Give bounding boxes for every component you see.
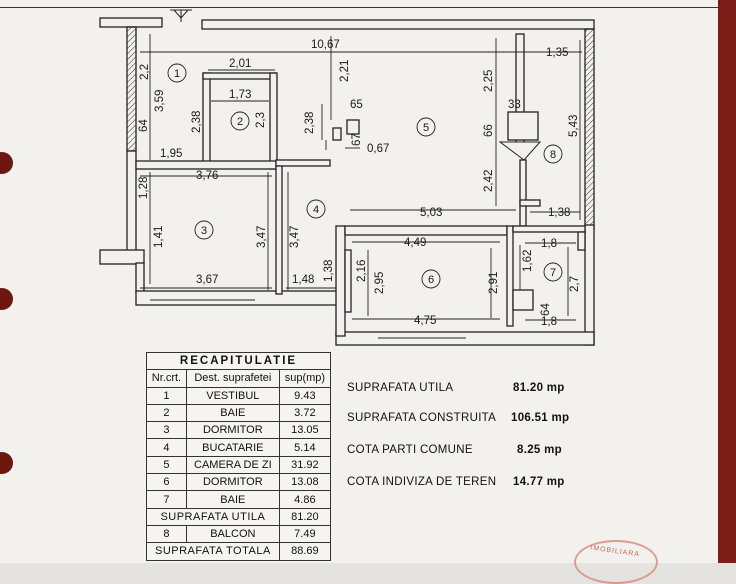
room-marker bbox=[421, 269, 441, 289]
dimension-label: 1,28 bbox=[138, 177, 150, 199]
dimension-label: 2,38 bbox=[304, 112, 316, 134]
sheet-top-border bbox=[0, 0, 718, 8]
dimension-label: 3,59 bbox=[154, 90, 166, 112]
summary-utila: SUPRAFATA UTILA 81.20 mp bbox=[347, 382, 564, 394]
dimension-label: 5,03 bbox=[420, 207, 442, 219]
dimension-label: 1,48 bbox=[292, 274, 314, 286]
punch-hole bbox=[0, 288, 13, 310]
summary-value: 14.77 mp bbox=[513, 476, 565, 488]
dimension-label: 67 bbox=[351, 133, 363, 146]
summary-value: 81.20 mp bbox=[513, 382, 565, 394]
room-marker bbox=[416, 117, 436, 137]
interior-walls bbox=[135, 33, 586, 327]
dimension-label: 2,42 bbox=[483, 170, 495, 192]
dimension-label: 1,35 bbox=[546, 47, 568, 59]
dimension-label: 33 bbox=[508, 99, 521, 111]
room-number: 6 bbox=[428, 274, 434, 286]
dimension-label: 64 bbox=[138, 119, 150, 132]
dimension-label: 2,7 bbox=[569, 276, 581, 292]
dimension-label: 2,2 bbox=[139, 64, 151, 80]
room-number: 1 bbox=[174, 68, 180, 80]
header-sup: sup(mp) bbox=[278, 369, 332, 388]
room-number: 4 bbox=[313, 204, 319, 216]
room-number: 3 bbox=[201, 225, 207, 237]
recap-title: RECAPITULATIE bbox=[146, 351, 331, 371]
dimension-label: 3,76 bbox=[196, 170, 218, 182]
room-marker bbox=[543, 144, 563, 164]
agency-stamp bbox=[574, 540, 658, 584]
dimension-label: 3,47 bbox=[289, 226, 301, 248]
dimension-label: 3,67 bbox=[196, 274, 218, 286]
dimension-label: 2,38 bbox=[191, 111, 203, 133]
room-marker bbox=[543, 262, 563, 282]
room-marker bbox=[194, 220, 214, 240]
dimension-label: 1,73 bbox=[229, 89, 251, 101]
floor-plan-drawing: 10,67 2,01 1,73 2,2 3,59 2,38 2,3 64 1,9… bbox=[99, 9, 595, 346]
exterior-walls bbox=[99, 17, 595, 346]
north-arrow-icon bbox=[170, 9, 192, 22]
summary-parti-comune: COTA PARTI COMUNE 8.25 mp bbox=[347, 444, 562, 456]
room-number: 8 bbox=[550, 149, 556, 161]
dimension-label: 4,75 bbox=[414, 315, 436, 327]
dimension-label: 1,62 bbox=[522, 250, 534, 272]
summary-label: SUPRAFATA UTILA bbox=[347, 382, 454, 394]
dimension-lines bbox=[140, 34, 582, 321]
room-marker bbox=[167, 63, 187, 83]
room-number: 5 bbox=[423, 122, 429, 134]
room-number: 2 bbox=[237, 116, 243, 128]
recap-table: RECAPITULATIE Nr.crt. Dest. suprafetei s… bbox=[146, 351, 332, 561]
dimension-label: 66 bbox=[483, 124, 495, 137]
dimension-label: 2,95 bbox=[374, 272, 386, 294]
punch-hole bbox=[0, 452, 13, 474]
dimension-label: 1,8 bbox=[541, 238, 557, 250]
summary-value: 8.25 mp bbox=[517, 444, 562, 456]
dimension-label: 2,16 bbox=[356, 260, 368, 282]
summary-label: COTA PARTI COMUNE bbox=[347, 444, 473, 456]
dimension-label: 2,21 bbox=[339, 60, 351, 82]
dimension-label: 1,41 bbox=[153, 226, 165, 248]
dimension-label: 2,01 bbox=[229, 58, 251, 70]
summary-label: COTA INDIVIZA DE TEREN bbox=[347, 476, 497, 488]
summary-label: SUPRAFATA CONSTRUITA bbox=[347, 412, 497, 424]
dimension-label: 10,67 bbox=[311, 39, 340, 51]
dimension-label: 1,38 bbox=[548, 207, 570, 219]
dimension-label: 1,95 bbox=[160, 148, 182, 160]
dimension-label: 2,25 bbox=[483, 70, 495, 92]
header-nr: Nr.crt. bbox=[146, 369, 187, 388]
dimension-label: 2,3 bbox=[255, 112, 267, 128]
column bbox=[346, 119, 360, 135]
summary-teren: COTA INDIVIZA DE TEREN 14.77 mp bbox=[347, 476, 564, 488]
summary-construita: SUPRAFATA CONSTRUITA 106.51 mp bbox=[347, 412, 569, 424]
room-number: 7 bbox=[550, 267, 556, 279]
floor-plan-sheet bbox=[0, 0, 720, 563]
dimension-label: 64 bbox=[540, 303, 552, 316]
room-marker bbox=[306, 199, 326, 219]
dimension-label: 2,91 bbox=[488, 272, 500, 294]
dimension-label: 0,67 bbox=[367, 143, 389, 155]
header-dest: Dest. suprafetei bbox=[185, 369, 280, 388]
dimension-label: 3,47 bbox=[256, 226, 268, 248]
dimension-label: 1,8 bbox=[541, 316, 557, 328]
dimension-label: 1,38 bbox=[323, 260, 335, 282]
dimension-label: 65 bbox=[350, 99, 363, 111]
dimension-label: 5,43 bbox=[568, 115, 580, 137]
summary-value: 106.51 mp bbox=[511, 412, 570, 424]
room-marker bbox=[230, 111, 250, 131]
dimension-label: 4,49 bbox=[404, 237, 426, 249]
binder-edge bbox=[718, 0, 736, 563]
punch-hole bbox=[0, 152, 13, 174]
